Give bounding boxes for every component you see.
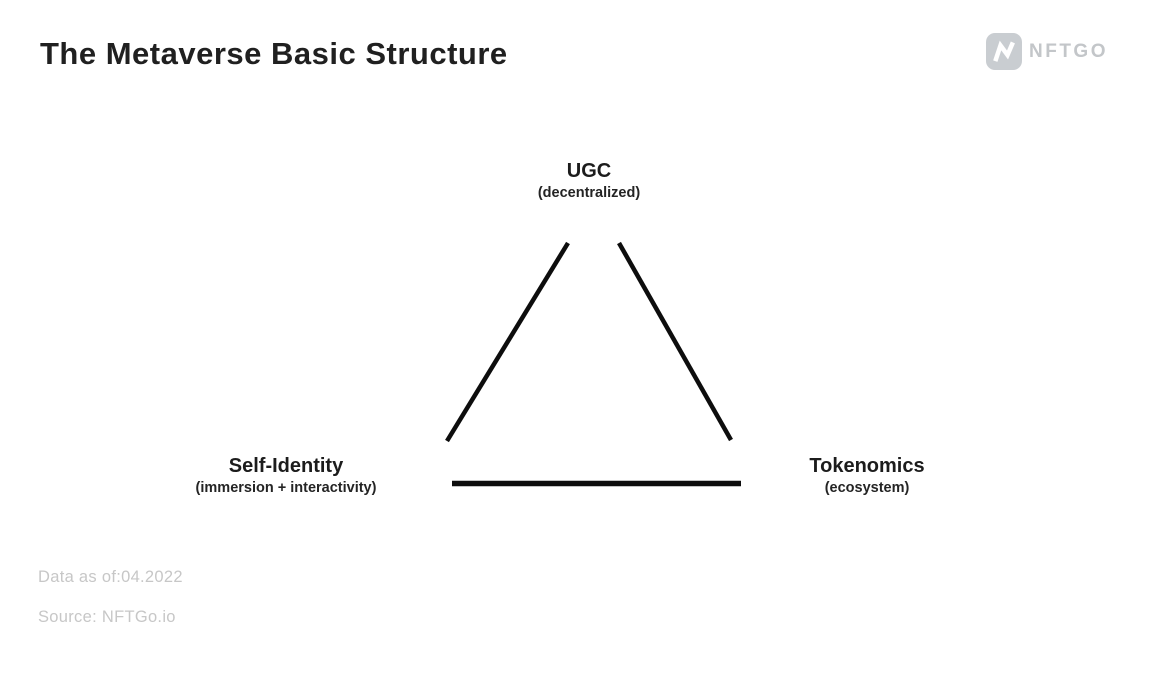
vertex-ugc-label: UGC xyxy=(566,160,612,182)
nftgo-logo: NFTGO xyxy=(986,33,1108,70)
triangle-right-edge xyxy=(617,241,733,442)
vertex-self-identity-label: Self-Identity xyxy=(228,455,344,477)
page-title: The Metaverse Basic Structure xyxy=(40,36,508,71)
nftgo-logo-icon xyxy=(986,33,1022,70)
footer: Data as of:04.2022 Source: NFTGo.io xyxy=(38,568,183,648)
nftgo-logo-text: NFTGO xyxy=(1029,40,1108,62)
vertex-tokenomics-sublabel: (ecosystem) xyxy=(824,480,910,496)
vertex-self-identity: Self-Identity (immersion + interactivity… xyxy=(196,454,377,500)
data-as-of-text: Data as of:04.2022 xyxy=(38,568,183,586)
vertex-ugc: UGC (decentralized) xyxy=(538,159,640,205)
nftgo-n-zigzag-icon xyxy=(993,40,1015,62)
vertex-tokenomics-label: Tokenomics xyxy=(809,455,925,477)
vertex-tokenomics: Tokenomics (ecosystem) xyxy=(809,454,924,500)
vertex-self-identity-sublabel: (immersion + interactivity) xyxy=(195,480,377,496)
vertex-ugc-sublabel: (decentralized) xyxy=(537,185,641,201)
source-text: Source: NFTGo.io xyxy=(38,608,176,626)
triangle-left-edge xyxy=(445,241,570,443)
